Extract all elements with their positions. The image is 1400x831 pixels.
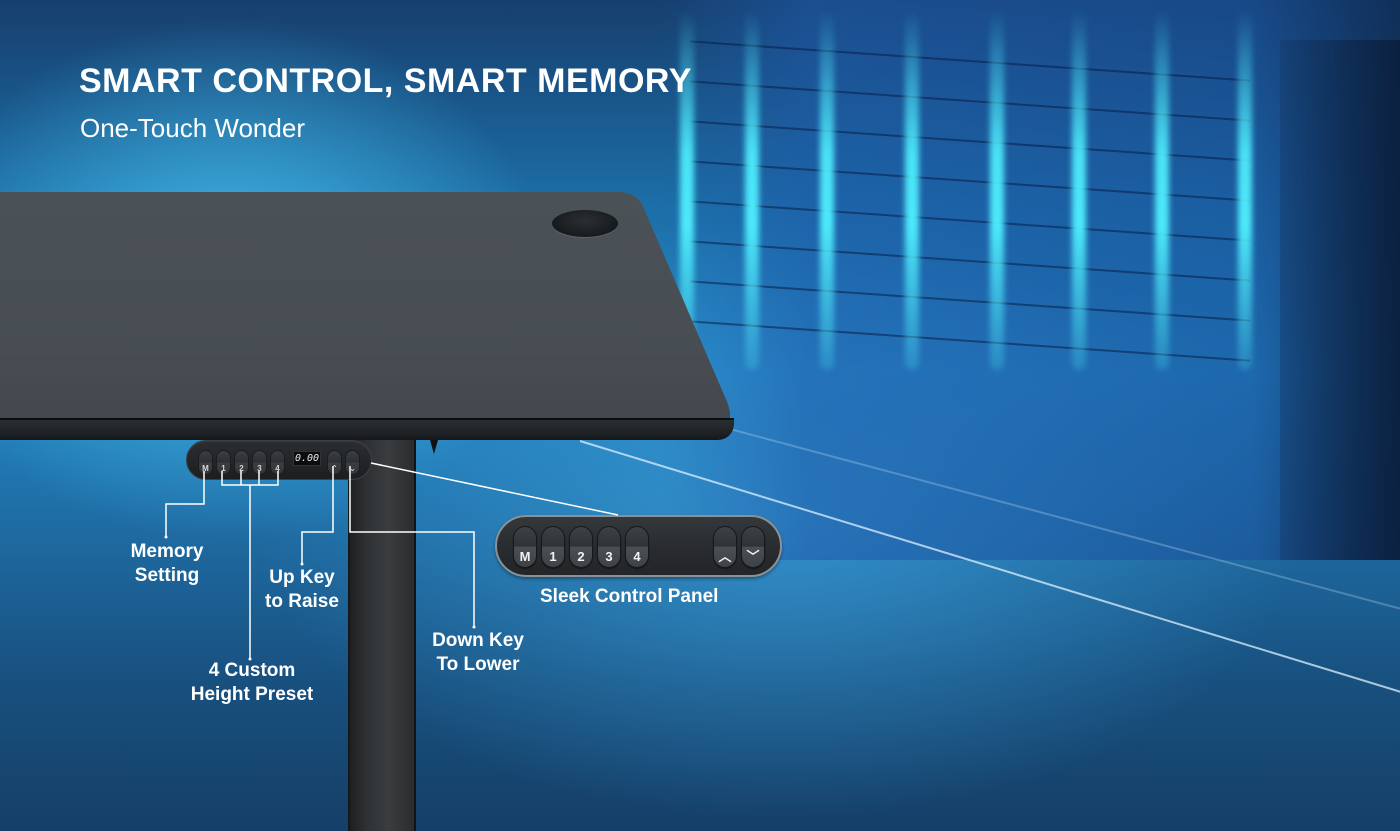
- desk-top: [0, 192, 736, 442]
- chevron-up-icon: ⌃: [331, 464, 338, 473]
- led-glow: [990, 10, 1004, 370]
- preset-key-1[interactable]: 1: [216, 450, 231, 475]
- chevron-down-icon: ⌄: [349, 464, 356, 473]
- led-glow: [1072, 10, 1086, 370]
- chevron-up-icon: ︿: [718, 549, 732, 564]
- memory-setting-label: Memory Setting: [130, 541, 204, 586]
- custom-preset-label: 4 Custom Height Preset: [190, 660, 314, 705]
- memory-key-large[interactable]: M: [513, 526, 537, 568]
- desk-edge: [0, 418, 734, 440]
- up-key[interactable]: ⌃: [327, 450, 342, 475]
- preset-key-4-large[interactable]: 4: [625, 526, 649, 568]
- chevron-down-icon: ﹀: [746, 549, 760, 564]
- preset-key-3[interactable]: 3: [252, 450, 267, 475]
- desk-leg: [348, 440, 416, 831]
- window-frame: [1280, 40, 1400, 560]
- memory-key[interactable]: M: [198, 450, 213, 475]
- sleek-control-panel: M 1 2 3 4 ︿ ﹀: [495, 515, 782, 577]
- up-key-large[interactable]: ︿: [713, 526, 737, 568]
- led-glow: [680, 10, 694, 370]
- led-glow: [1238, 10, 1252, 370]
- sleek-control-panel-caption: Sleek Control Panel: [540, 586, 719, 607]
- height-display: 0.00: [293, 451, 321, 466]
- desk-surface: [0, 192, 730, 420]
- led-glow: [1155, 10, 1169, 370]
- down-key-large[interactable]: ﹀: [741, 526, 765, 568]
- preset-key-2[interactable]: 2: [234, 450, 249, 475]
- down-key[interactable]: ⌄: [345, 450, 360, 475]
- led-glow: [820, 10, 834, 370]
- preset-key-2-large[interactable]: 2: [569, 526, 593, 568]
- cable-grommet: [552, 210, 618, 237]
- preset-key-1-large[interactable]: 1: [541, 526, 565, 568]
- up-key-label: Up Key to Raise: [265, 567, 339, 612]
- desk-bracket: [430, 440, 438, 454]
- down-key-label: Down Key To Lower: [432, 630, 524, 675]
- headline: SMART CONTROL, SMART MEMORY: [79, 62, 692, 100]
- led-glow: [745, 10, 759, 370]
- preset-key-4[interactable]: 4: [270, 450, 285, 475]
- preset-key-3-large[interactable]: 3: [597, 526, 621, 568]
- brick-wall-backdrop: [660, 0, 1400, 560]
- led-glow: [905, 10, 919, 370]
- desk-control-panel: M 1 2 3 4 0.00 ⌃ ⌄: [186, 440, 372, 480]
- subheadline: One-Touch Wonder: [80, 113, 305, 143]
